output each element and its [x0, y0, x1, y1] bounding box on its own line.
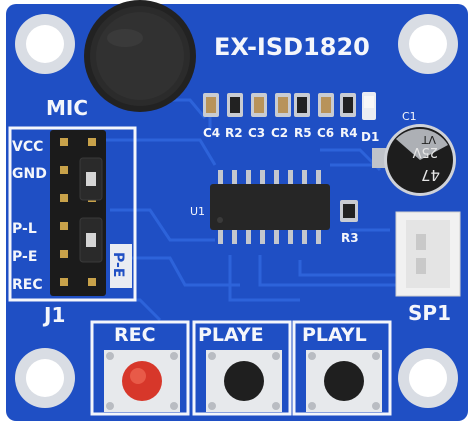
jumper-label: P-E	[110, 252, 126, 277]
label-c6: C6	[317, 126, 334, 140]
smd-component-row	[203, 92, 376, 120]
playl-button-cap[interactable]	[324, 361, 364, 401]
playl-button[interactable]	[306, 350, 382, 412]
mic-label: MIC	[46, 96, 88, 120]
pin-label-vcc: VCC	[12, 139, 43, 155]
label-c3: C3	[248, 126, 265, 140]
playe-button-label: PLAYE	[198, 324, 264, 346]
ic-chip	[210, 170, 330, 244]
label-u1: U1	[190, 205, 205, 218]
jumper-label-box	[110, 244, 132, 288]
label-sp1: SP1	[408, 301, 451, 325]
resistor-r3	[340, 200, 358, 222]
rec-button-label: REC	[114, 324, 156, 346]
mounting-hole-bottom-left	[15, 348, 75, 408]
jumper-cap-1[interactable]	[79, 157, 103, 201]
header-label: J1	[42, 303, 65, 327]
pin-labels: VCC GND P-L P-E REC	[12, 139, 47, 293]
smd-labels: C4 R2 C3 C2 R5 C6 R4 D1	[203, 126, 379, 144]
label-c1: C1	[402, 110, 417, 123]
pcb-traces	[60, 98, 442, 322]
jumper-cap-2[interactable]	[79, 217, 103, 263]
pin-label-pl: P-L	[12, 221, 37, 237]
label-c2: C2	[271, 126, 288, 140]
capacitor-suffix: VT	[421, 133, 436, 146]
button-frames	[90, 320, 392, 416]
label-d1: D1	[361, 130, 379, 144]
pin-label-rec: REC	[12, 277, 43, 293]
label-r5: R5	[294, 126, 312, 140]
playe-button-cap[interactable]	[224, 361, 264, 401]
rec-button[interactable]	[104, 350, 180, 412]
board-title: EX-ISD1820	[214, 33, 370, 61]
speaker-connector[interactable]	[395, 211, 461, 297]
playl-button-label: PLAYL	[302, 324, 367, 346]
label-r2: R2	[225, 126, 243, 140]
label-r3: R3	[341, 231, 359, 245]
label-r4: R4	[340, 126, 358, 140]
mounting-hole-top-right	[398, 14, 458, 74]
microphone	[84, 0, 196, 112]
mounting-hole-bottom-right	[398, 348, 458, 408]
capacitor-value: 47	[421, 166, 440, 184]
mounting-hole-top-left	[15, 14, 75, 74]
pin-header	[50, 130, 106, 296]
pin-label-pe: P-E	[12, 249, 37, 265]
label-c4: C4	[203, 126, 220, 140]
pin-label-gnd: GND	[12, 166, 47, 182]
capacitor-voltage: 25V	[412, 144, 438, 159]
electrolytic-capacitor: 47 25V VT	[372, 124, 456, 196]
header-outline	[8, 126, 137, 302]
playe-button[interactable]	[206, 350, 282, 412]
